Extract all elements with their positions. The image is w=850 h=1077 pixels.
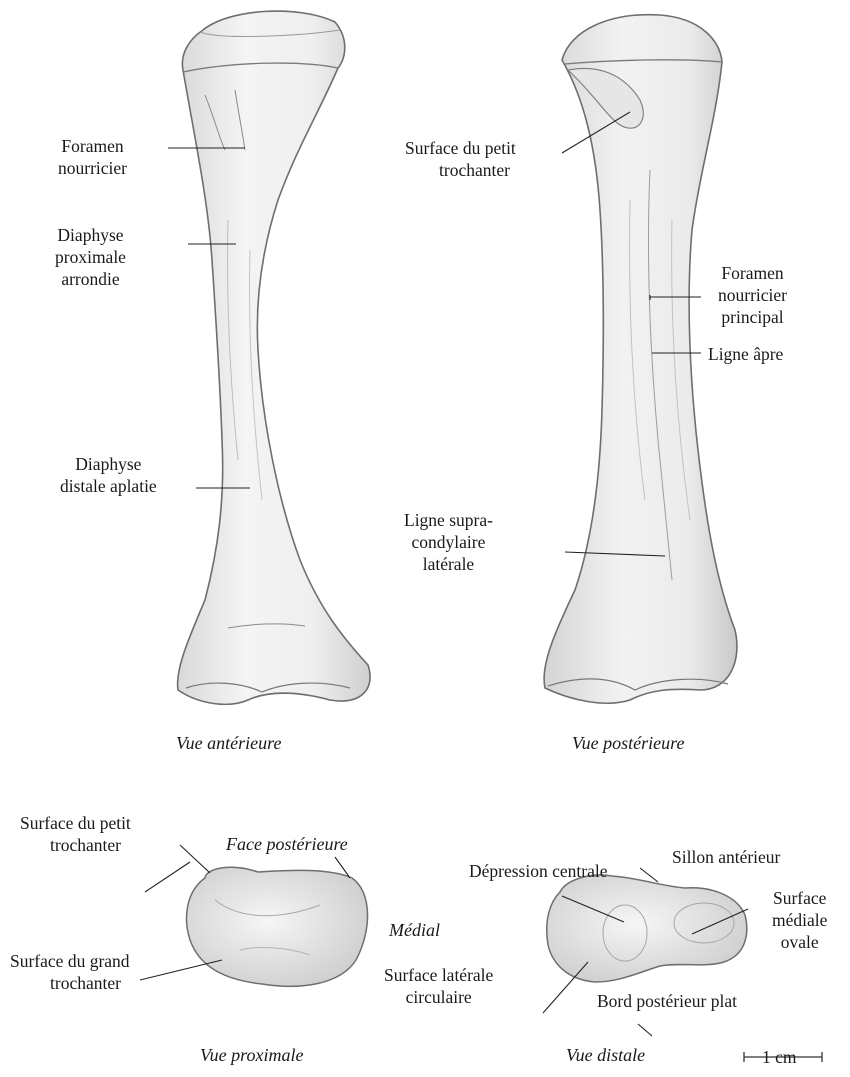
femur-anterior-drawing	[178, 11, 370, 704]
caption-vue-anterieure: Vue antérieure	[176, 732, 281, 754]
scale-bar-label: 1 cm	[762, 1046, 797, 1068]
label-petit-trochanter-proximal: Surface du petit trochanter	[20, 812, 131, 856]
femur-proximal-drawing	[186, 867, 367, 986]
label-bord-posterieur: Bord postérieur plat	[597, 990, 737, 1012]
caption-vue-posterieure: Vue postérieure	[572, 732, 684, 754]
label-surface-laterale: Surface latérale circulaire	[384, 964, 493, 1008]
label-sillon-anterieur: Sillon antérieur	[672, 846, 780, 868]
label-grand-trochanter: Surface du grand trochanter	[10, 950, 130, 994]
femur-distal-drawing	[547, 875, 747, 982]
label-ligne-supracondylaire: Ligne supra- condylaire latérale	[404, 509, 493, 575]
label-foramen-nourricier: Foramen nourricier	[58, 135, 127, 179]
label-foramen-principal: Foramen nourricier principal	[718, 262, 787, 328]
label-face-posterieure: Face postérieure	[226, 833, 348, 855]
label-surface-mediale: Surface médiale ovale	[772, 887, 827, 953]
label-medial: Médial	[389, 919, 440, 941]
label-diaphyse-distale: Diaphyse distale aplatie	[60, 453, 157, 497]
caption-vue-distale: Vue distale	[566, 1044, 645, 1066]
label-depression-centrale: Dépression centrale	[469, 860, 607, 882]
label-petit-trochanter-posterior: Surface du petit trochanter	[405, 137, 516, 181]
caption-vue-proximale: Vue proximale	[200, 1044, 303, 1066]
label-ligne-apre: Ligne âpre	[708, 343, 783, 365]
label-diaphyse-proximale: Diaphyse proximale arrondie	[55, 224, 126, 290]
